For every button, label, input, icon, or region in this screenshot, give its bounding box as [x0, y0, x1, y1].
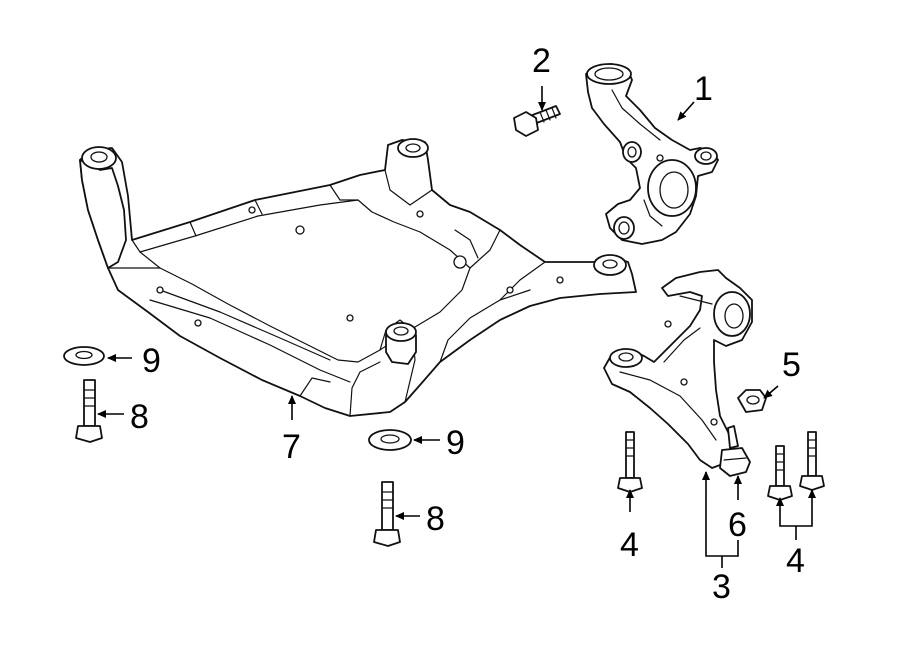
callout-2: 2	[532, 42, 551, 80]
control-arm-bolt-right-a	[767, 445, 793, 501]
callout-7: 7	[282, 428, 301, 466]
callout-8-left: 8	[130, 398, 149, 436]
callout-1: 1	[694, 70, 713, 108]
knuckle-pinch-bolt	[513, 105, 561, 137]
washer-left	[63, 346, 105, 366]
callout-5: 5	[782, 346, 801, 384]
washer-center	[368, 429, 412, 451]
callout-9-left: 9	[142, 342, 161, 380]
subframe-bolt-left	[75, 379, 103, 443]
callout-4-left: 4	[620, 526, 639, 564]
callout-4-right: 4	[786, 542, 805, 580]
steering-knuckle	[585, 63, 719, 245]
lower-control-arm	[603, 269, 753, 469]
callout-3: 3	[712, 568, 731, 606]
ball-joint	[719, 425, 751, 477]
callout-leaders	[97, 86, 816, 568]
ball-joint-nut	[737, 389, 767, 413]
callout-8-center: 8	[426, 500, 445, 538]
crossmember-subframe	[79, 138, 637, 417]
control-arm-bolt-right-b	[799, 431, 825, 491]
callout-9-center: 9	[446, 424, 465, 462]
subframe-bolt-center	[373, 481, 401, 547]
callout-6: 6	[728, 506, 747, 544]
control-arm-bolt-left	[617, 431, 643, 493]
